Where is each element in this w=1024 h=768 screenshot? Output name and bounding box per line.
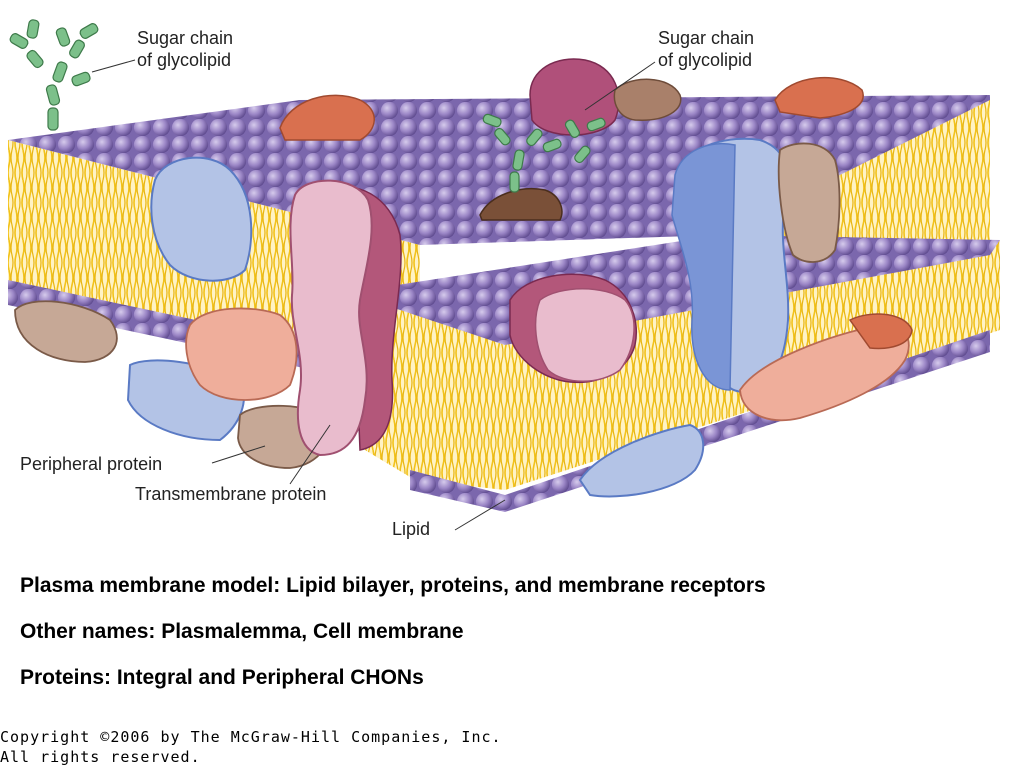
salmon-protein-left	[185, 307, 298, 401]
label-sugar-chain-right-1: Sugar chain	[658, 28, 754, 48]
red-protein-right	[848, 313, 913, 350]
peripheral-protein-lower-left	[14, 300, 118, 363]
sugar-chain-left	[9, 19, 99, 131]
label-transmembrane-protein: Transmembrane protein	[135, 484, 326, 504]
plasma-membrane-diagram: Sugar chain of glycolipid Sugar chain of…	[8, 19, 1000, 539]
blue-protein-bottom	[578, 423, 705, 498]
copyright-rights: All rights reserved.	[0, 748, 201, 766]
label-sugar-chain-right-2: of glycolipid	[658, 50, 752, 70]
peripheral-protein-top-right	[774, 77, 864, 119]
label-peripheral-protein: Peripheral protein	[20, 454, 162, 474]
salmon-protein-right	[739, 323, 910, 422]
label-lipid: Lipid	[392, 519, 430, 539]
glycoprotein-brown	[613, 78, 682, 121]
transmembrane-protein-back	[328, 186, 402, 451]
label-sugar-chain-left-1: Sugar chain	[137, 28, 233, 48]
peripheral-protein-right	[777, 142, 841, 263]
caption-membrane-model: Plasma membrane model: Lipid bilayer, pr…	[20, 574, 766, 597]
peripheral-protein-top-left	[279, 94, 375, 141]
transmembrane-protein-front-light	[534, 288, 635, 382]
blue-protein-right-dark	[671, 143, 736, 391]
copyright-line: Copyright ©2006 by The McGraw-Hill Compa…	[0, 728, 502, 746]
label-sugar-chain-left-2: of glycolipid	[137, 50, 231, 70]
lower-leaflet-front	[410, 330, 990, 512]
blue-protein-left	[150, 156, 253, 282]
caption-proteins: Proteins: Integral and Peripheral CHONs	[20, 666, 424, 689]
sugar-chain-right	[482, 113, 606, 193]
transmembrane-protein	[289, 179, 373, 457]
caption-other-names: Other names: Plasmalemma, Cell membrane	[20, 620, 464, 643]
glycolipid-base	[479, 188, 563, 221]
leader-lines	[91, 59, 656, 531]
